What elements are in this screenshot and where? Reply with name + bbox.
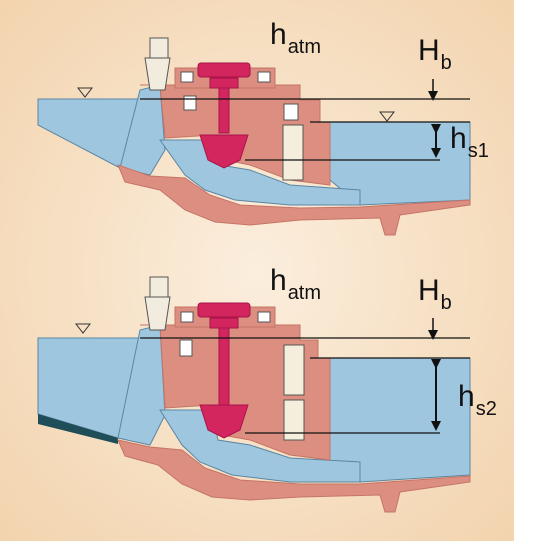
window — [257, 71, 271, 83]
water-level-icon — [76, 87, 94, 98]
foundation-wedge — [38, 414, 118, 444]
window — [257, 311, 271, 323]
generator-rotor — [197, 62, 251, 78]
turbine-runner — [199, 134, 249, 169]
generator-hub — [209, 317, 239, 329]
lower-hs2-label: hs2 — [458, 380, 497, 420]
gate-tower — [149, 276, 169, 298]
hydropower-plant-figure — [0, 0, 514, 541]
foundation-slab — [117, 164, 471, 236]
upper-panel — [37, 37, 471, 236]
lower-hatm-label: hatm — [270, 264, 322, 304]
window — [183, 95, 197, 111]
gate-frame — [144, 57, 171, 91]
window — [180, 311, 194, 323]
generator-hub — [209, 77, 239, 89]
lower-hb-label: Hb — [418, 274, 452, 314]
window — [179, 339, 193, 357]
side-shaft — [282, 124, 304, 181]
gate-tower — [149, 37, 169, 59]
lower-panel — [37, 276, 471, 513]
generator-rotor — [197, 302, 251, 318]
foundation-slab — [117, 439, 471, 513]
powerhouse-concrete — [140, 324, 331, 461]
side-shaft — [283, 344, 305, 396]
upper-hb-label: Hb — [418, 34, 452, 74]
upper-hs1-label: hs1 — [450, 122, 489, 162]
window — [283, 103, 299, 121]
side-shaft — [283, 399, 305, 441]
water-level-icon — [378, 111, 396, 122]
turbine-runner — [199, 404, 249, 439]
turbine-shaft — [218, 327, 230, 407]
window — [180, 71, 194, 83]
gate-frame — [144, 296, 171, 331]
water-level-icon — [74, 323, 92, 334]
turbine-shaft — [218, 87, 230, 134]
upper-hatm-label: hatm — [270, 18, 322, 58]
